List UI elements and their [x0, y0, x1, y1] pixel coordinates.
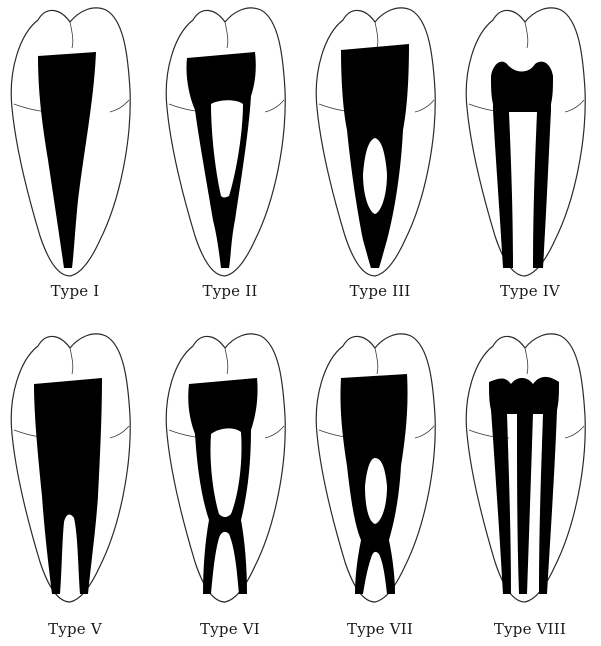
type-label: Type VII — [305, 620, 455, 638]
type-label: Type II — [155, 282, 305, 300]
tooth-type-ii: Type II — [155, 0, 305, 320]
tooth-type-viii: Type VIII — [455, 326, 601, 646]
tooth-vi-illustration — [155, 326, 305, 606]
tooth-type-vii: Type VII — [305, 326, 455, 646]
tooth-type-v: Type V — [0, 326, 150, 646]
tooth-type-iv: Type IV — [455, 0, 601, 320]
tooth-i-illustration — [0, 0, 150, 280]
type-label: Type I — [0, 282, 150, 300]
type-label: Type III — [305, 282, 455, 300]
tooth-type-i: Type I — [0, 0, 150, 320]
type-label: Type V — [0, 620, 150, 638]
tooth-viii-illustration — [455, 326, 601, 606]
tooth-vii-illustration — [305, 326, 455, 606]
type-label: Type IV — [455, 282, 601, 300]
tooth-iii-illustration — [305, 0, 455, 280]
tooth-iv-illustration — [455, 0, 601, 280]
tooth-ii-illustration — [155, 0, 305, 280]
tooth-v-illustration — [0, 326, 150, 606]
type-label: Type VIII — [455, 620, 601, 638]
type-label: Type VI — [155, 620, 305, 638]
tooth-type-iii: Type III — [305, 0, 455, 320]
tooth-type-vi: Type VI — [155, 326, 305, 646]
